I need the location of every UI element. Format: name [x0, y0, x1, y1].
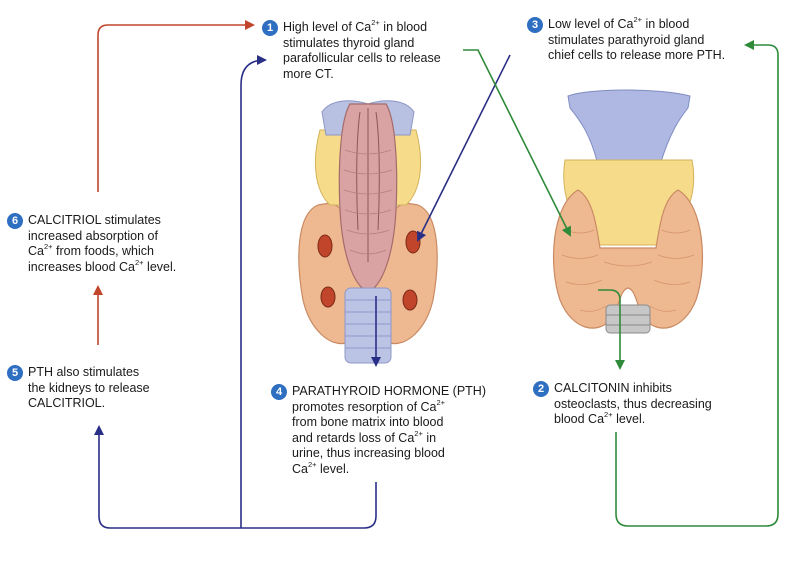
- step-text-line: PARATHYROID HORMONE (PTH): [271, 384, 486, 400]
- text-run: more CT.: [283, 66, 334, 81]
- step-number-badge: 4: [271, 384, 287, 400]
- text-run: level.: [143, 259, 177, 274]
- hyoid-cartilage: [567, 89, 691, 166]
- superscript-charge: 2+: [414, 428, 423, 438]
- step-text-line: PTH also stimulates: [7, 365, 150, 381]
- text-run: CALCITRIOL.: [28, 396, 106, 410]
- text-run: level.: [316, 461, 350, 476]
- step-text-line: the kidneys to release: [7, 381, 150, 397]
- step-number-badge: 6: [7, 213, 23, 229]
- text-run: urine, thus increasing blood: [292, 446, 445, 460]
- step-number-badge: 2: [533, 381, 549, 397]
- step-text-line: chief cells to release more PTH.: [527, 48, 725, 64]
- step-text-line: CALCITRIOL stimulates: [7, 213, 176, 229]
- step-text-line: more CT.: [262, 67, 441, 83]
- step-number-badge: 5: [7, 365, 23, 381]
- arrow-step3-to-parathyroid: [417, 54, 511, 242]
- text-run: High level of Ca: [283, 20, 372, 34]
- text-run: CALCITONIN inhibits: [554, 381, 672, 395]
- parathyroid-gland-upper-right: [405, 230, 421, 254]
- step-text-line: from bone matrix into blood: [271, 415, 486, 431]
- step-text-line: stimulates parathyroid gland: [527, 33, 725, 49]
- step-text-line: increased absorption of: [7, 229, 176, 245]
- text-run: in: [422, 430, 437, 445]
- superscript-charge: 2+: [371, 18, 380, 27]
- superscript-charge: 2+: [436, 397, 446, 407]
- step-text-line: and retards loss of Ca2+ in: [271, 428, 486, 447]
- arrow-calcitriol-to-step1: [97, 20, 255, 192]
- text-run: and retards loss of Ca: [292, 430, 415, 445]
- posterior-thyroid-illustration: [298, 100, 438, 364]
- text-run: from bone matrix into blood: [292, 415, 444, 429]
- arrow-thyroid-to-step2: [598, 289, 625, 370]
- text-run: parafollicular cells to release: [283, 51, 441, 65]
- step-text-line: blood Ca2+ level.: [533, 410, 712, 428]
- parathyroid-gland-upper-left: [317, 234, 333, 258]
- text-run: chief cells to release more PTH.: [548, 48, 726, 62]
- step-4-pth: 4 PARATHYROID HORMONE (PTH)promotes resor…: [271, 384, 486, 477]
- text-run: blood Ca: [554, 412, 605, 426]
- arrow-step1-to-thyroid: [463, 49, 571, 237]
- step-text-line: increases blood Ca2+ level.: [7, 257, 177, 276]
- superscript-charge: 2+: [307, 459, 317, 469]
- parathyroid-gland-lower-left: [320, 286, 336, 308]
- arrow-pth-to-step1: [240, 55, 267, 528]
- text-run: osteoclasts, thus decreasing: [554, 396, 712, 411]
- text-run: Low level of Ca: [548, 17, 634, 31]
- superscript-charge: 2+: [43, 242, 53, 251]
- parathyroid-gland-lower-right: [402, 289, 418, 311]
- step-text-line: CALCITRIOL.: [7, 396, 150, 412]
- step-text-line: Ca2+ from foods, which: [7, 242, 176, 260]
- text-run: stimulates thyroid gland: [283, 35, 415, 50]
- text-run: in blood: [642, 17, 690, 31]
- step-text-line: promotes resorption of Ca2+: [271, 397, 486, 416]
- step-text-line: Low level of Ca2+ in blood: [527, 15, 725, 33]
- step-text-line: High level of Ca2+ in blood: [262, 18, 441, 36]
- text-run: PTH also stimulates: [28, 365, 140, 379]
- step-text-line: osteoclasts, thus decreasing: [533, 397, 712, 413]
- text-run: in blood: [379, 20, 428, 34]
- text-run: increases blood Ca: [28, 259, 136, 274]
- step-number-badge: 3: [527, 17, 543, 33]
- text-run: PARATHYROID HORMONE (PTH): [292, 384, 486, 398]
- text-run: the kidneys to release: [28, 380, 150, 395]
- superscript-charge: 2+: [633, 15, 643, 24]
- arrow-pth-loop: [94, 425, 377, 529]
- text-run: increased absorption of: [28, 228, 158, 243]
- step-text-line: stimulates thyroid gland: [262, 36, 441, 52]
- text-run: promotes resorption of Ca: [292, 399, 437, 414]
- superscript-charge: 2+: [604, 410, 613, 419]
- text-run: level.: [612, 412, 646, 426]
- text-run: stimulates parathyroid gland: [548, 32, 705, 47]
- text-run: Ca: [292, 461, 308, 476]
- arrow-calcitonin-loop: [615, 40, 779, 527]
- text-run: CALCITRIOL stimulates: [28, 213, 161, 227]
- anterior-thyroid-illustration: [552, 89, 704, 334]
- step-number-badge: 1: [262, 20, 278, 36]
- text-run: Ca: [28, 244, 44, 258]
- trachea: [344, 287, 392, 364]
- step-text-line: CALCITONIN inhibits: [533, 381, 712, 397]
- step-text-line: urine, thus increasing blood: [271, 446, 486, 462]
- step-text-line: Ca2+ level.: [271, 459, 486, 478]
- superscript-charge: 2+: [135, 257, 144, 267]
- step-text-line: parafollicular cells to release: [262, 51, 441, 67]
- text-run: from foods, which: [52, 244, 154, 258]
